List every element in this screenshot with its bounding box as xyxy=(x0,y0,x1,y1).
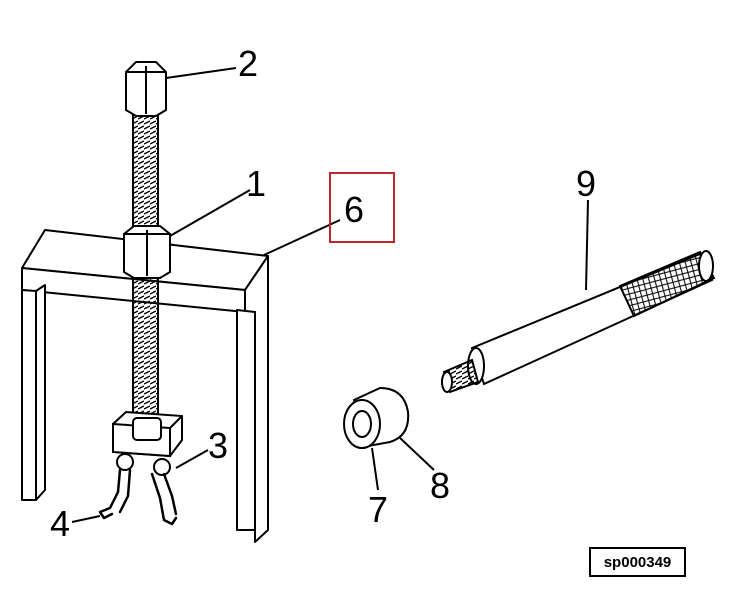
lock-nut xyxy=(123,225,171,279)
callout-4: 4 xyxy=(50,503,70,544)
reference-code-box: sp000349 xyxy=(589,547,686,577)
leader-lines xyxy=(71,67,589,523)
callout-8: 8 xyxy=(430,465,450,506)
callout-6-highlight-box xyxy=(329,172,395,243)
jaw-block xyxy=(112,410,183,476)
forcing-screw xyxy=(132,107,159,421)
callout-7: 7 xyxy=(368,489,388,530)
callout-2: 2 xyxy=(238,43,258,84)
adapter-ring xyxy=(343,386,410,449)
jaw-hooks xyxy=(98,468,178,526)
callout-9: 9 xyxy=(576,163,596,204)
callout-1: 1 xyxy=(246,163,266,204)
driver-tool xyxy=(441,250,716,394)
top-hex-nut xyxy=(125,61,167,117)
callout-6: 6 xyxy=(344,189,364,230)
callout-3: 3 xyxy=(208,425,228,466)
reference-code: sp000349 xyxy=(603,553,672,571)
